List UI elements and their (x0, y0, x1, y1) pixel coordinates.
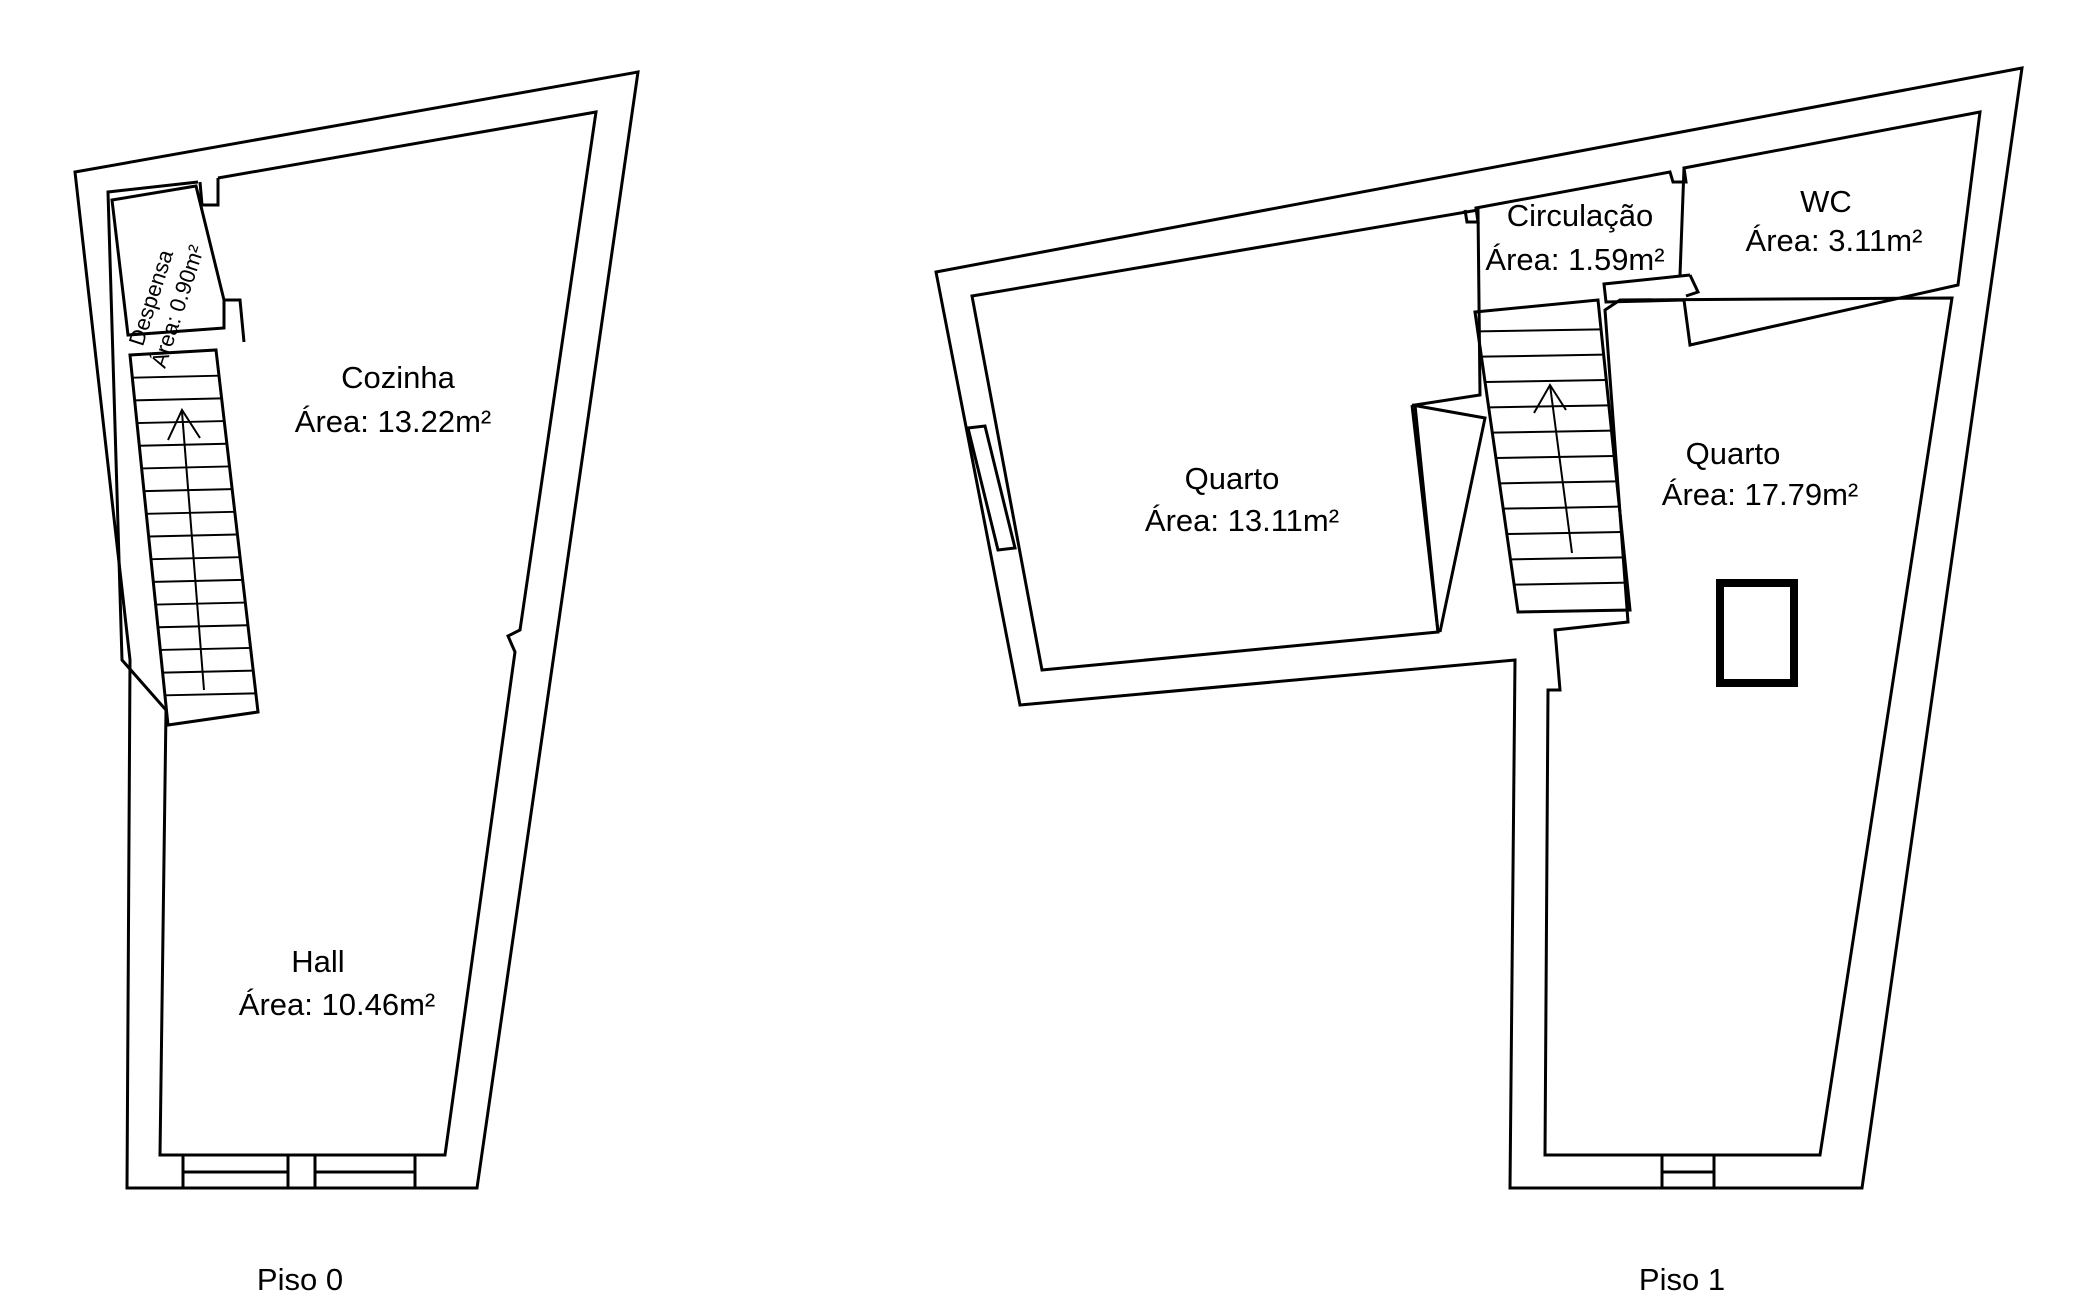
floor-1-fixture (1716, 579, 1798, 687)
stair-tread (160, 646, 251, 651)
stair-tread (139, 442, 227, 447)
hall-area: Área: 10.46m² (239, 987, 435, 1022)
floor-0-plan: Despensa Área: 0.90m² Cozinha Área: 13.2… (73, 70, 640, 1297)
stair-tread (153, 578, 243, 583)
quarto-2-label: Quarto (1686, 436, 1781, 471)
despensa-partition (110, 178, 246, 343)
stair-tread (1500, 480, 1617, 485)
stair-tread (1492, 429, 1612, 434)
floor-1-balcony-door (1660, 1153, 1716, 1190)
stair-tread (158, 624, 248, 629)
quarto-2-area: Área: 17.79m² (1662, 477, 1858, 512)
floor-0-stair (128, 348, 260, 727)
wc-wall (1678, 167, 1701, 298)
hall-label: Hall (291, 944, 344, 979)
floor-1-plan: Circulação Área: 1.59m² WC Área: 3.11m² … (934, 66, 2024, 1297)
circulacao-label: Circulação (1507, 198, 1653, 233)
stair-tread (1503, 505, 1620, 510)
cozinha-label: Cozinha (341, 360, 455, 395)
stair-tread (165, 692, 256, 697)
stair-tread (163, 669, 253, 674)
stair-tread (148, 533, 238, 538)
quarto-1-label: Quarto (1185, 461, 1280, 496)
floor-0-title: Piso 0 (257, 1262, 343, 1297)
stair-tread (1507, 531, 1623, 535)
cozinha-area: Área: 13.22m² (295, 404, 491, 439)
stair-tread (132, 374, 219, 379)
floor-1-outer-wall (934, 66, 2024, 1190)
floor-1-quarto-2-wall (1543, 296, 1954, 1157)
stair-tread (1514, 581, 1628, 586)
wardrobe (1410, 403, 1487, 633)
wc-label: WC (1800, 184, 1852, 219)
stair-tread (137, 420, 224, 425)
stair-tread (1510, 556, 1625, 561)
floor-1-window (966, 424, 1017, 552)
floor-0-front-door (181, 1153, 417, 1190)
stair-tread (1478, 328, 1601, 333)
circulacao-area: Área: 1.59m² (1485, 242, 1664, 277)
wc-area: Área: 3.11m² (1746, 223, 1923, 258)
stair-tread (156, 601, 245, 606)
stair-tread (151, 556, 240, 561)
quarto-1-area: Área: 13.11m² (1145, 503, 1339, 538)
floor-1-inner-wall (970, 208, 1482, 672)
floor-0-inner-wall (106, 110, 598, 1157)
stair-tread (1482, 353, 1604, 358)
floor-1-title: Piso 1 (1639, 1262, 1725, 1297)
stair-tread (1489, 404, 1609, 409)
stair-tread (134, 397, 222, 402)
stair-tread (1485, 379, 1607, 383)
stair-tread (1496, 455, 1615, 459)
floor-1-stair (1473, 298, 1632, 614)
